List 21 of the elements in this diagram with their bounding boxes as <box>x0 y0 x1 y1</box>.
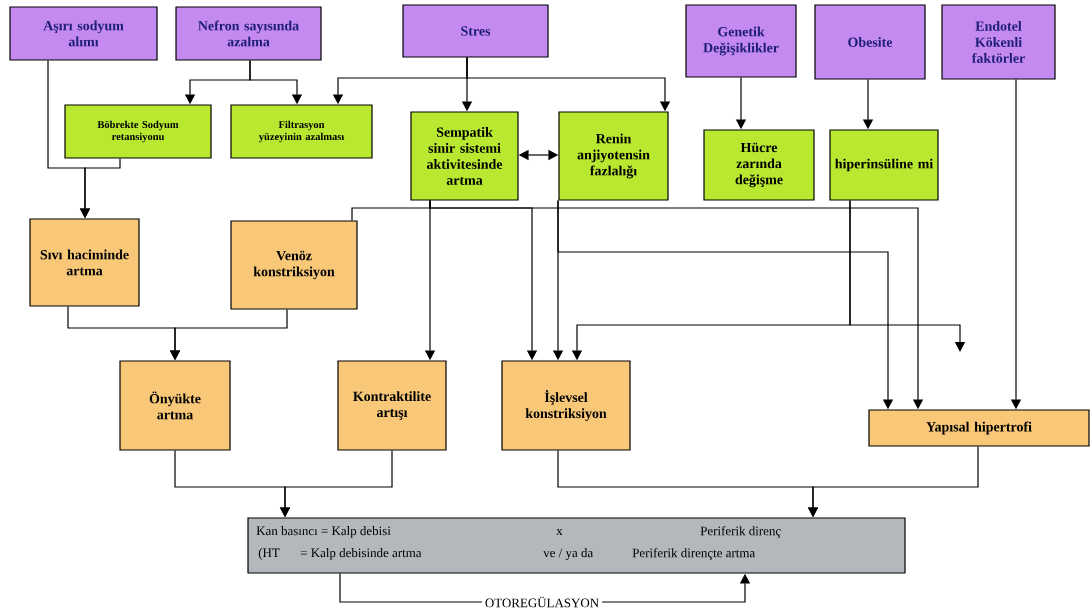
cause-box: Stres <box>402 4 549 58</box>
mechanism-box: Sempatik sinir sistemi aktivitesinde artma <box>410 111 519 201</box>
effect-box: Kontraktilite artışı <box>337 360 447 451</box>
edge-label: OTOREGÜLASYON <box>481 593 603 611</box>
effect-box: İşlevsel konstriksiyon <box>501 360 631 451</box>
mechanism-box: Böbrekte Sodyum retansiyonu <box>64 104 212 159</box>
cause-box: Endotel Kökenli faktörler <box>941 4 1056 80</box>
mechanism-box: Renin anjiyotensin fazlalığı <box>558 111 669 201</box>
cause-box: Aşırı sodyum alımı <box>9 6 158 61</box>
effect-box: Venöz konstriksiyon <box>230 220 358 310</box>
mechanism-box: Filtrasyon yüzeyinin azalması <box>230 104 373 159</box>
cause-box: Genetik Değişiklikler <box>685 4 797 78</box>
arrow <box>849 200 966 352</box>
effect-box: Sıvı haciminde artma <box>29 218 140 307</box>
mechanism-box: Hücre zarında değişme <box>703 129 815 201</box>
cause-box: Nefron sayısında azalma <box>175 6 322 61</box>
effect-box: Önyükte artma <box>119 360 231 451</box>
mechanism-box: hiperinsüline mi <box>829 129 939 201</box>
cause-box: Obesite <box>814 4 926 80</box>
effect-box: Yapısal hipertrofi <box>868 409 1090 447</box>
formula-box: Kan basıncı = Kalp debisi x Periferik direnç (HT = Kalp debisinde artma ve / ya da Periferik dirençte artma <box>247 517 906 574</box>
